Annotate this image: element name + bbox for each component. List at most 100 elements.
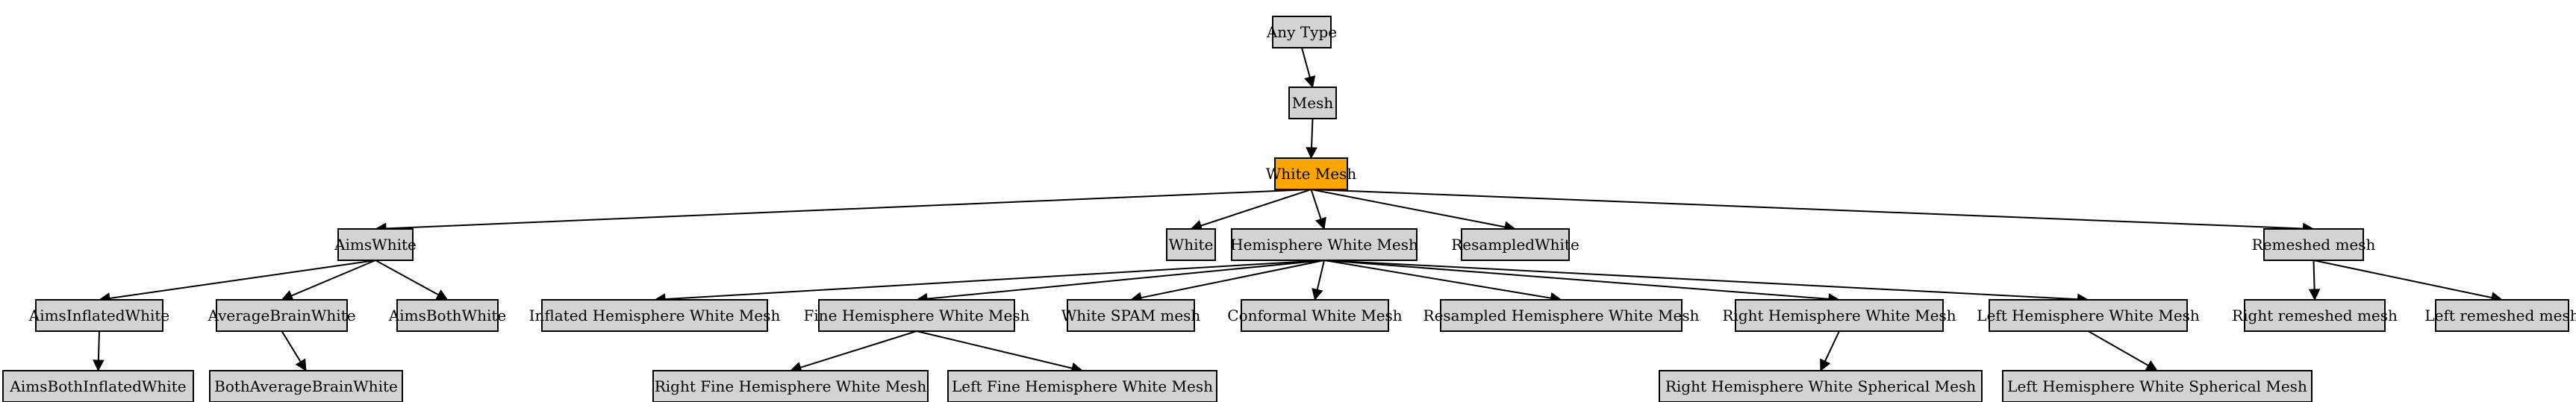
edge-line	[2313, 260, 2315, 290]
node-white-mesh[interactable]: White Mesh	[1266, 157, 1357, 190]
node-any-type[interactable]: Any Type	[1266, 16, 1337, 48]
node-box[interactable]	[1166, 228, 1216, 261]
node-mesh[interactable]: Mesh	[1288, 87, 1337, 119]
node-label: Left remeshed mesh	[2424, 307, 2576, 324]
edge-line	[1323, 260, 1551, 299]
node-label: Conformal White Mesh	[1227, 307, 1403, 324]
node-label: AimsBothInflatedWhite	[9, 377, 186, 395]
node-box[interactable]	[396, 299, 499, 332]
node-label: Right Hemisphere White Spherical Mesh	[1665, 377, 1976, 395]
node-box[interactable]	[1067, 299, 1195, 332]
edge-fine-hemisphere-white-mesh-to-left-fine-hemisphere-white-mesh	[916, 330, 1084, 374]
node-left-hemisphere-white-spherical-mesh[interactable]: Left Hemisphere White Spherical Mesh	[2002, 370, 2313, 402]
edge-line	[916, 330, 1073, 369]
node-white-spam-mesh[interactable]: White SPAM mesh	[1061, 299, 1201, 332]
edge-any-type-to-mesh	[1301, 47, 1316, 89]
node-box[interactable]	[1440, 299, 1682, 332]
node-box[interactable]	[541, 299, 768, 332]
edge-hemisphere-white-mesh-to-left-hemisphere-white-mesh	[1323, 260, 2089, 306]
arrowhead-icon	[295, 358, 307, 371]
node-resampled-hemisphere-white-mesh[interactable]: Resampled Hemisphere White Mesh	[1423, 299, 1700, 332]
edge-hemisphere-white-mesh-to-fine-hemisphere-white-mesh	[915, 260, 1325, 305]
node-box[interactable]	[2435, 299, 2569, 332]
node-label: Right remeshed mesh	[2232, 307, 2398, 324]
node-aims-white[interactable]: AimsWhite	[334, 228, 417, 261]
node-label: AimsInflatedWhite	[28, 307, 170, 324]
arrowhead-icon	[1315, 216, 1326, 230]
node-both-average-brain-white[interactable]: BothAverageBrainWhite	[209, 370, 403, 402]
edge-line	[1141, 260, 1325, 299]
node-left-hemisphere-white-mesh[interactable]: Left Hemisphere White Mesh	[1977, 299, 2200, 332]
node-hemisphere-white-mesh[interactable]: Hemisphere White Mesh	[1230, 228, 1418, 261]
node-box[interactable]	[1272, 16, 1332, 48]
node-box[interactable]	[818, 299, 1015, 332]
node-right-hemisphere-white-mesh[interactable]: Right Hemisphere White Mesh	[1722, 299, 1956, 332]
node-box[interactable]	[2263, 228, 2364, 261]
edge-hemisphere-white-mesh-to-conformal-white-mesh	[1312, 260, 1325, 301]
node-label: AimsBothWhite	[388, 307, 506, 324]
node-box[interactable]	[2, 370, 194, 402]
edge-line	[2313, 260, 2492, 299]
node-label: Left Fine Hemisphere White Mesh	[952, 377, 1213, 395]
edge-mesh-to-white-mesh	[1306, 118, 1317, 160]
edge-fine-hemisphere-white-mesh-to-right-fine-hemisphere-white-mesh	[789, 330, 917, 374]
node-resampled-white[interactable]: ResampledWhite	[1451, 228, 1579, 261]
node-average-brain-white[interactable]: AverageBrainWhite	[207, 299, 356, 332]
node-box[interactable]	[652, 370, 929, 402]
node-box[interactable]	[1659, 370, 1983, 402]
node-label: Inflated Hemisphere White Mesh	[529, 307, 781, 324]
node-label: Right Hemisphere White Mesh	[1722, 307, 1956, 324]
node-left-fine-hemisphere-white-mesh[interactable]: Left Fine Hemisphere White Mesh	[947, 370, 1217, 402]
node-label: AimsWhite	[334, 236, 417, 254]
node-label: ResampledWhite	[1451, 236, 1579, 254]
node-label: Any Type	[1266, 23, 1337, 41]
node-label: BothAverageBrainWhite	[214, 377, 398, 395]
node-label: White	[1169, 236, 1214, 254]
node-white[interactable]: White	[1166, 228, 1216, 261]
node-box[interactable]	[1989, 299, 2188, 332]
node-fine-hemisphere-white-mesh[interactable]: Fine Hemisphere White Mesh	[803, 299, 1030, 332]
node-remeshed-mesh[interactable]: Remeshed mesh	[2252, 228, 2376, 261]
edge-hemisphere-white-mesh-to-inflated-hemisphere-white-mesh	[653, 260, 1325, 305]
node-inflated-hemisphere-white-mesh[interactable]: Inflated Hemisphere White Mesh	[529, 299, 781, 332]
node-right-fine-hemisphere-white-mesh[interactable]: Right Fine Hemisphere White Mesh	[652, 370, 929, 402]
edge-line	[926, 260, 1325, 300]
arrowhead-icon	[1312, 288, 1323, 301]
edge-line	[1200, 189, 1312, 227]
arrowhead-icon	[1304, 75, 1316, 89]
edge-line	[385, 189, 1312, 230]
node-box[interactable]	[35, 299, 163, 332]
edge-line	[2088, 330, 2149, 366]
node-box[interactable]	[1274, 157, 1348, 190]
node-box[interactable]	[209, 370, 403, 402]
edge-right-hemisphere-white-mesh-to-right-hemisphere-white-spherical-mesh	[1820, 330, 1840, 372]
node-box[interactable]	[2002, 370, 2313, 402]
node-box[interactable]	[337, 228, 414, 261]
arrowhead-icon	[1820, 358, 1831, 372]
node-left-remeshed-mesh[interactable]: Left remeshed mesh	[2424, 299, 2576, 332]
node-box[interactable]	[216, 299, 348, 332]
node-box[interactable]	[1241, 299, 1389, 332]
node-right-hemisphere-white-spherical-mesh[interactable]: Right Hemisphere White Spherical Mesh	[1659, 370, 1983, 402]
edge-line	[1310, 189, 1322, 220]
node-box[interactable]	[1231, 228, 1418, 261]
edge-line	[1301, 47, 1311, 78]
node-label: Remeshed mesh	[2252, 236, 2376, 254]
node-label: Mesh	[1292, 94, 1334, 112]
node-box[interactable]	[1461, 228, 1570, 261]
node-label: Hemisphere White Mesh	[1230, 236, 1418, 254]
node-box[interactable]	[1735, 299, 1944, 332]
edge-white-mesh-to-white	[1190, 189, 1312, 231]
node-box[interactable]	[947, 370, 1217, 402]
node-conformal-white-mesh[interactable]: Conformal White Mesh	[1227, 299, 1403, 332]
node-box[interactable]	[2244, 299, 2386, 332]
node-aims-both-inflated-white[interactable]: AimsBothInflatedWhite	[2, 370, 194, 402]
node-right-remeshed-mesh[interactable]: Right remeshed mesh	[2232, 299, 2398, 332]
node-box[interactable]	[1288, 87, 1337, 119]
edge-line	[1311, 189, 1506, 228]
node-aims-inflated-white[interactable]: AimsInflatedWhite	[28, 299, 170, 332]
edge-line	[1323, 260, 1830, 300]
node-aims-both-white[interactable]: AimsBothWhite	[388, 299, 506, 332]
